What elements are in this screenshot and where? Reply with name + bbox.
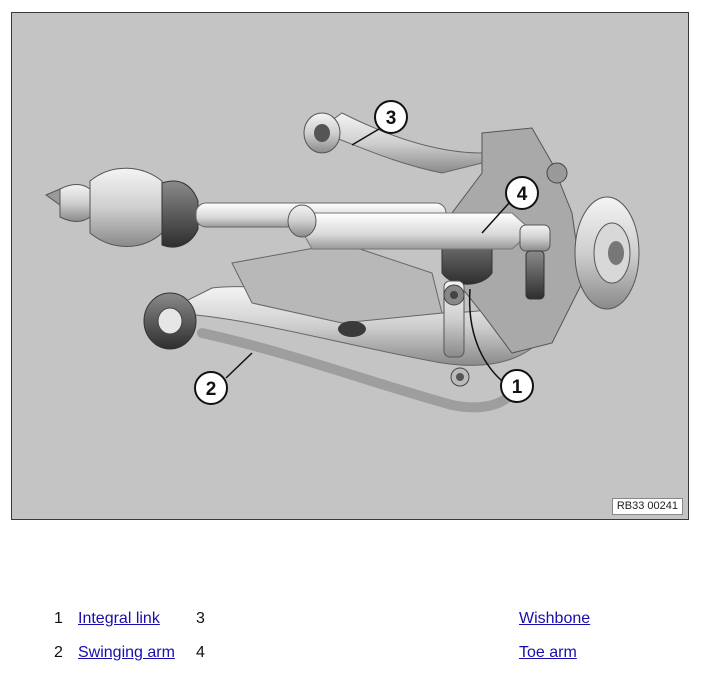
toe-arm — [287, 204, 551, 300]
legend-row: 1 Integral link 3 Wishbone — [0, 610, 706, 632]
figure-reference-code: RB33 00241 — [611, 498, 683, 515]
integral-link — [443, 280, 465, 358]
legend-number: 2 — [54, 644, 63, 661]
leader-lines — [225, 128, 510, 382]
svg-text:1: 1 — [512, 377, 523, 398]
wishbone-link[interactable]: Wishbone — [519, 610, 591, 627]
callout-1: 1 — [500, 369, 534, 403]
callout-4: 4 — [505, 176, 539, 210]
callout-3: 3 — [374, 100, 408, 134]
legend-number: 4 — [196, 644, 205, 661]
svg-text:3: 3 — [386, 108, 397, 129]
bracket — [231, 242, 443, 337]
toe-arm-link[interactable]: Toe arm — [519, 644, 577, 661]
integral-link-link[interactable]: Integral link — [78, 610, 160, 627]
swinging-arm-link[interactable]: Swinging arm — [78, 644, 175, 661]
callout-2: 2 — [194, 371, 228, 405]
suspension-drawing: 3 4 1 2 — [44, 100, 640, 413]
svg-text:4: 4 — [517, 184, 528, 205]
legend-number: 1 — [54, 610, 63, 627]
legend-row: 2 Swinging arm 4 Toe arm — [0, 644, 706, 666]
svg-text:2: 2 — [206, 379, 217, 400]
suspension-illustration: 3 4 1 2 RB33 00241 — [11, 12, 689, 520]
legend-number: 3 — [196, 610, 205, 627]
